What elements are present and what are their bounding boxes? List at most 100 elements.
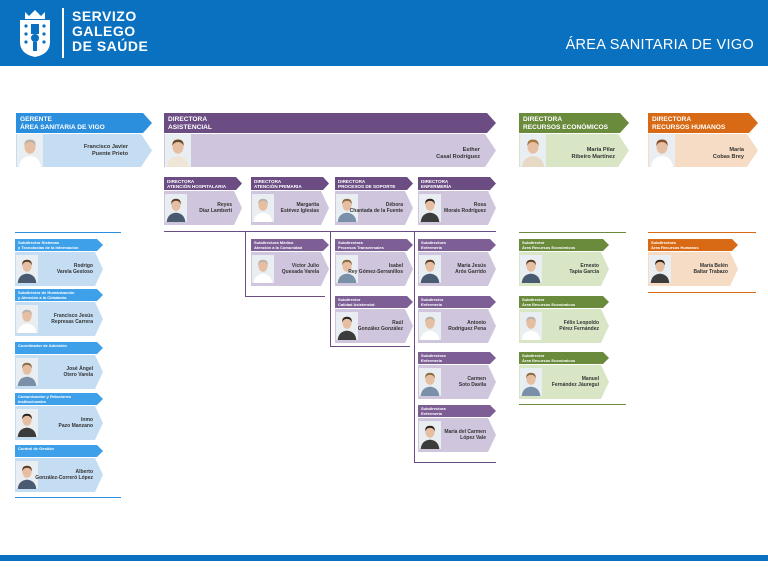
unit-title-line: Enfermería xyxy=(421,358,442,363)
person-surname: Rey Gómez-Serranillos xyxy=(348,269,403,275)
unit-title-line: Subdirectora xyxy=(338,240,363,245)
person-surname: Represas Carrera xyxy=(51,319,93,325)
unit-title-line: Subdirector xyxy=(338,297,361,302)
footer-bar xyxy=(0,555,768,561)
unit-title-line: Calidad Asistencial xyxy=(338,302,375,307)
unit-title-line: Subdirectora xyxy=(421,353,446,358)
unit-title-line: Subdirectora xyxy=(421,406,446,411)
connector-line xyxy=(245,231,246,297)
unit-title-line: ATENCIÓN HOSPITALARIA xyxy=(167,183,227,189)
person-photo xyxy=(165,191,187,225)
asistencial-card: DIRECTORA ASISTENCIAL Esther Casal Rodrí… xyxy=(164,113,496,167)
gerente-title-line-2: ÁREA SANITARIA DE VIGO xyxy=(20,124,105,131)
person-given-name: Reyes xyxy=(217,202,232,208)
unit-title: Coordinador de Admisión xyxy=(15,342,103,354)
person-given-name: Víctor Julio xyxy=(291,263,319,269)
unit-title-line: DIRECTORA xyxy=(167,178,195,184)
connector-line xyxy=(330,346,410,347)
economicos-card: DIRECTORA RECURSOS ECONÓMICOS María Pila… xyxy=(519,113,629,167)
person-photo xyxy=(252,252,274,286)
person-given-name: Rodrigo xyxy=(73,263,93,269)
unit-title-line: Subdirector Sistemas xyxy=(18,240,60,245)
unit-title-line: y Atención a la Cidadanía xyxy=(18,295,67,300)
connector-line xyxy=(648,292,756,293)
unit-title-line: Comunicación y Relaciones xyxy=(18,394,72,399)
person-photo xyxy=(520,309,542,343)
asistencial-surname: Casal Rodríguez xyxy=(436,154,480,160)
unit-title-line: Subdirector de Humanización xyxy=(18,290,75,295)
unit-title-line: Subdirector xyxy=(522,240,545,245)
person-given-name: Alberto xyxy=(75,469,94,475)
unit-title-line: Coordinador de Admisión xyxy=(18,343,67,348)
connector-line xyxy=(648,232,756,233)
unit-title-line: Enfermería xyxy=(421,245,442,250)
asistencial-body xyxy=(164,134,496,167)
unit-title-line: Atención a la Comunidad xyxy=(254,245,303,250)
connector-line xyxy=(330,231,331,346)
person-surname: Pazo Manzano xyxy=(58,423,93,429)
unit-title-line: Área Recursos Económicos xyxy=(522,245,576,250)
person-photo xyxy=(16,302,38,336)
person-photo xyxy=(419,309,441,343)
asistencial-name: Esther Casal Rodríguez xyxy=(436,147,480,161)
connector-line xyxy=(414,462,496,463)
person-photo xyxy=(419,365,441,399)
connector-line xyxy=(15,232,121,233)
person-photo xyxy=(16,252,38,286)
economicos-surname: Ribeiro Martínez xyxy=(571,154,615,160)
person-photo xyxy=(520,365,542,399)
person-given-name: María del Carmen xyxy=(444,429,486,435)
connector-line xyxy=(519,232,626,233)
person-given-name: María Jesús xyxy=(457,263,486,269)
person-surname: Morais Rodríguez xyxy=(444,208,486,214)
gerente-given-name: Francisco Javier xyxy=(83,144,128,150)
economicos-photo xyxy=(520,134,546,167)
person-photo xyxy=(520,252,542,286)
header-bar: SERVIZO GALEGO DE SAÚDE ÁREA SANITARIA D… xyxy=(0,0,768,66)
person-surname: Quesada Varela xyxy=(281,269,319,275)
unit-title-line: PROCESOS DE SOPORTE xyxy=(338,183,396,189)
unit-title-line: Enfermería xyxy=(421,302,442,307)
person-photo xyxy=(16,355,38,389)
person-given-name: Félix Leopoldo xyxy=(563,320,599,326)
gerente-card: GERENTE ÁREA SANITARIA DE VIGO Francisco… xyxy=(16,113,152,167)
unit-title: Control de Gestión xyxy=(15,445,103,457)
person-photo xyxy=(419,252,441,286)
gerente-title-line-1: GERENTE xyxy=(20,116,52,123)
unit-title-line: Subdirectora Médica xyxy=(254,240,294,245)
person-surname: Díaz Lamberti xyxy=(199,208,232,214)
unit-title-line: DIRECTORA xyxy=(254,178,282,184)
person-photo xyxy=(419,418,441,452)
gerente-photo xyxy=(17,134,43,167)
person-given-name: Raúl xyxy=(392,320,403,326)
galicia-crest-icon xyxy=(17,8,53,58)
humanos-given-name: María xyxy=(729,147,744,153)
person-surname: Chantada de la Fuente xyxy=(349,208,403,214)
person-photo xyxy=(336,252,358,286)
person-surname: Pérez Fernández xyxy=(559,326,599,332)
unit-title-line: Subdirector xyxy=(522,297,545,302)
